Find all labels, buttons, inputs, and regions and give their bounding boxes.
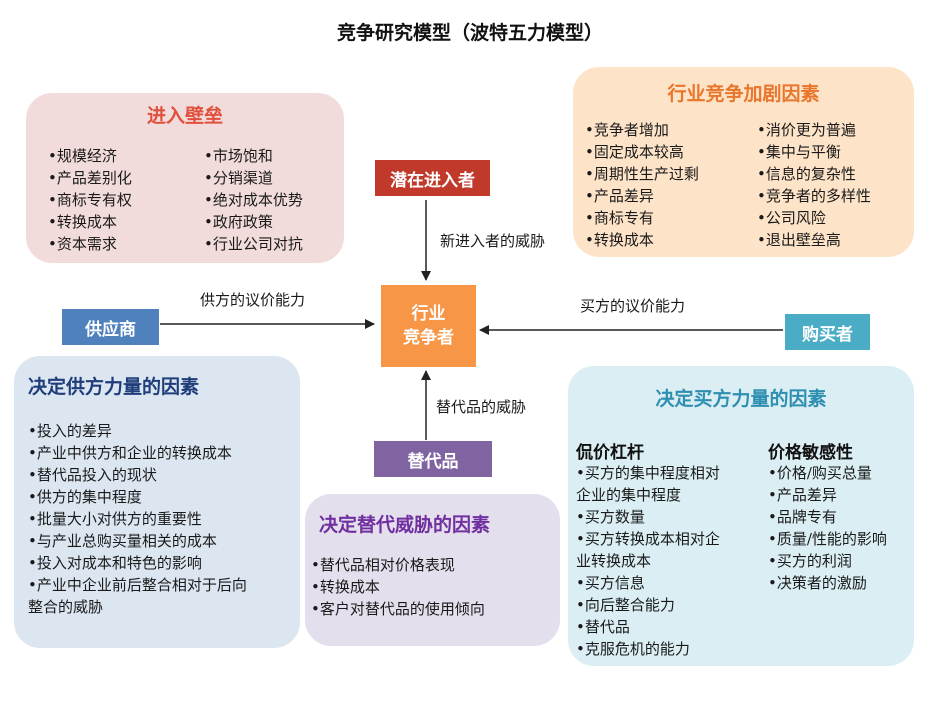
substitute-threat-title: 决定替代威胁的因素 xyxy=(319,514,491,536)
entry-barriers-panel: 进入壁垒 规模经济 产品差别化 商标专有权 转换成本 资本需求 市场饱和 分销渠… xyxy=(26,93,344,263)
list-item: 绝对成本优势 xyxy=(204,189,303,211)
list-item: 公司风险 xyxy=(757,207,871,229)
list-item: 市场饱和 xyxy=(204,145,303,167)
potential-entrants-box: 潜在进入者 xyxy=(375,160,490,196)
list-item: 克服危机的能力 xyxy=(576,638,720,660)
list-item: 产业中供方和企业的转换成本 xyxy=(28,442,247,464)
list-item: 消价更为普遍 xyxy=(757,119,871,141)
rivalry-factors-panel: 行业竞争加剧因素 竞争者增加 固定成本较高 周期性生产过剩 产品差异 商标专有 … xyxy=(573,67,914,257)
price-sensitivity-list: 价格/购买总量 产品差异 品牌专有 质量/性能的影响 买方的利润 决策者的激励 xyxy=(768,462,887,594)
price-sensitivity-heading: 价格敏感性 xyxy=(768,443,853,463)
list-item: 固定成本较高 xyxy=(585,141,699,163)
list-item: 批量大小对供方的重要性 xyxy=(28,508,247,530)
list-item: 客户对替代品的使用倾向 xyxy=(311,598,485,620)
list-item: 买方转换成本相对企 xyxy=(576,528,720,550)
list-item: 品牌专有 xyxy=(768,506,887,528)
list-item: 产品差异 xyxy=(768,484,887,506)
entry-barriers-right-list: 市场饱和 分销渠道 绝对成本优势 政府政策 行业公司对抗 xyxy=(204,145,303,255)
rivalry-factors-title: 行业竞争加剧因素 xyxy=(667,83,820,105)
list-item: 商标专有权 xyxy=(48,189,132,211)
supplier-power-list: 投入的差异 产业中供方和企业的转换成本 替代品投入的现状 供方的集中程度 批量大… xyxy=(28,420,247,596)
industry-competitors-box: 行业 竞争者 xyxy=(381,285,476,367)
list-item: 替代品投入的现状 xyxy=(28,464,247,486)
list-item: 集中与平衡 xyxy=(757,141,871,163)
buyer-power-panel: 决定买方力量的因素 侃价杠杆 买方的集中程度相对 企业的集中程度 买方数量 买方… xyxy=(568,366,914,666)
list-item: 规模经济 xyxy=(48,145,132,167)
list-item: 替代品相对价格表现 xyxy=(311,554,485,576)
list-item: 买方的集中程度相对 xyxy=(576,462,720,484)
list-item: 产业中企业前后整合相对于后向 xyxy=(28,574,247,596)
list-item: 商标专有 xyxy=(585,207,699,229)
list-item-continuation: 企业的集中程度 xyxy=(576,484,720,506)
list-item: 竞争者的多样性 xyxy=(757,185,871,207)
list-item: 买方信息 xyxy=(576,572,720,594)
list-item: 向后整合能力 xyxy=(576,594,720,616)
list-item: 转换成本 xyxy=(585,229,699,251)
bargaining-leverage-heading: 侃价杠杆 xyxy=(576,443,644,463)
buyer-bargaining-label: 买方的议价能力 xyxy=(580,297,686,315)
list-item-continuation: 业转换成本 xyxy=(576,550,720,572)
list-item: 质量/性能的影响 xyxy=(768,528,887,550)
list-item: 投入对成本和特色的影响 xyxy=(28,552,247,574)
list-item: 与产业总购买量相关的成本 xyxy=(28,530,247,552)
new-entrants-threat-label: 新进入者的威胁 xyxy=(440,232,546,250)
substitute-threat-label: 替代品的威胁 xyxy=(436,398,527,416)
list-item: 行业公司对抗 xyxy=(204,233,303,255)
list-item: 转换成本 xyxy=(311,576,485,598)
substitutes-box: 替代品 xyxy=(374,441,492,477)
entry-barriers-title: 进入壁垒 xyxy=(146,105,223,127)
supplier-power-panel: 决定供方力量的因素 投入的差异 产业中供方和企业的转换成本 替代品投入的现状 供… xyxy=(14,356,300,648)
list-item: 信息的复杂性 xyxy=(757,163,871,185)
list-item: 决策者的激励 xyxy=(768,572,887,594)
list-item: 投入的差异 xyxy=(28,420,247,442)
supplier-power-continuation: 整合的威胁 xyxy=(28,598,104,616)
rivalry-left-list: 竞争者增加 固定成本较高 周期性生产过剩 产品差异 商标专有 转换成本 xyxy=(585,119,699,251)
list-item: 供方的集中程度 xyxy=(28,486,247,508)
continuation-text: 企业的集中程度 xyxy=(576,486,682,504)
list-item: 退出壁垒高 xyxy=(757,229,871,251)
suppliers-box: 供应商 xyxy=(62,309,159,345)
buyers-box: 购买者 xyxy=(785,314,870,350)
list-item: 资本需求 xyxy=(48,233,132,255)
list-item: 转换成本 xyxy=(48,211,132,233)
supplier-power-title: 决定供方力量的因素 xyxy=(28,376,200,398)
list-item: 价格/购买总量 xyxy=(768,462,887,484)
list-item: 政府政策 xyxy=(204,211,303,233)
industry-competitors-label: 行业 竞争者 xyxy=(403,304,454,348)
entry-barriers-left-list: 规模经济 产品差别化 商标专有权 转换成本 资本需求 xyxy=(48,145,132,255)
list-item: 买方数量 xyxy=(576,506,720,528)
buyer-power-title: 决定买方力量的因素 xyxy=(655,388,827,410)
list-item: 周期性生产过剩 xyxy=(585,163,699,185)
continuation-text: 业转换成本 xyxy=(576,552,652,570)
list-item: 产品差别化 xyxy=(48,167,132,189)
list-item: 竞争者增加 xyxy=(585,119,699,141)
page-title: 竞争研究模型（波特五力模型） xyxy=(336,22,603,44)
substitute-threat-list: 替代品相对价格表现 转换成本 客户对替代品的使用倾向 xyxy=(311,554,485,620)
bargaining-leverage-list: 买方的集中程度相对 企业的集中程度 买方数量 买方转换成本相对企 业转换成本 买… xyxy=(576,462,720,660)
substitute-threat-panel: 决定替代威胁的因素 替代品相对价格表现 转换成本 客户对替代品的使用倾向 xyxy=(305,494,560,646)
list-item: 产品差异 xyxy=(585,185,699,207)
list-item: 买方的利润 xyxy=(768,550,887,572)
supplier-bargaining-label: 供方的议价能力 xyxy=(200,291,306,309)
rivalry-right-list: 消价更为普遍 集中与平衡 信息的复杂性 竞争者的多样性 公司风险 退出壁垒高 xyxy=(757,119,871,251)
list-item: 分销渠道 xyxy=(204,167,303,189)
list-item: 替代品 xyxy=(576,616,720,638)
